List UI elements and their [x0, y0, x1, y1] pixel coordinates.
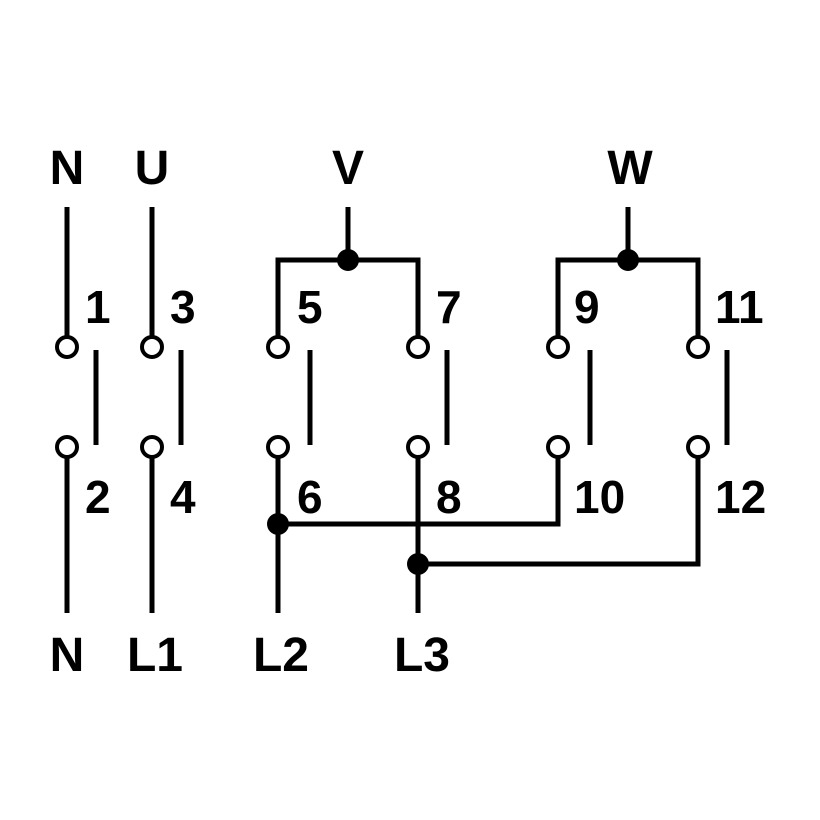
label-top-n: N [50, 142, 85, 195]
junction-l2 [267, 513, 289, 535]
junction-v [337, 249, 359, 271]
terminal-12 [686, 435, 710, 459]
terminal-4 [140, 435, 164, 459]
terminal-9 [546, 335, 570, 359]
terminal-1 [55, 335, 79, 359]
label-top-w: W [607, 142, 653, 195]
terminal-6 [266, 435, 290, 459]
junction-w [617, 249, 639, 271]
junction-l3 [407, 553, 429, 575]
terminal-3 [140, 335, 164, 359]
label-bottom-l2: L2 [253, 629, 309, 682]
link-8-12 [418, 457, 701, 567]
terminal-10 [546, 435, 570, 459]
terminal-label-5: 5 [297, 281, 323, 333]
terminal-label-8: 8 [436, 471, 462, 523]
terminal-label-4: 4 [170, 471, 196, 523]
terminal-label-11: 11 [715, 281, 764, 333]
terminal-label-6: 6 [297, 471, 323, 523]
label-top-u: U [135, 142, 170, 195]
terminal-label-1: 1 [85, 281, 111, 333]
terminal-label-12: 12 [715, 471, 766, 523]
terminal-2 [55, 435, 79, 459]
terminal-label-10: 10 [574, 471, 625, 523]
terminal-label-3: 3 [170, 281, 196, 333]
terminal-label-7: 7 [436, 281, 462, 333]
terminal-label-9: 9 [574, 281, 600, 333]
link-6-10 [278, 457, 561, 527]
label-bottom-n: N [50, 629, 85, 682]
label-bottom-l1: L1 [127, 629, 183, 682]
label-bottom-l3: L3 [394, 629, 450, 682]
terminal-label-2: 2 [85, 471, 111, 523]
terminal-8 [406, 435, 430, 459]
terminal-5 [266, 335, 290, 359]
terminal-7 [406, 335, 430, 359]
label-top-v: V [332, 142, 364, 195]
terminal-11 [686, 335, 710, 359]
